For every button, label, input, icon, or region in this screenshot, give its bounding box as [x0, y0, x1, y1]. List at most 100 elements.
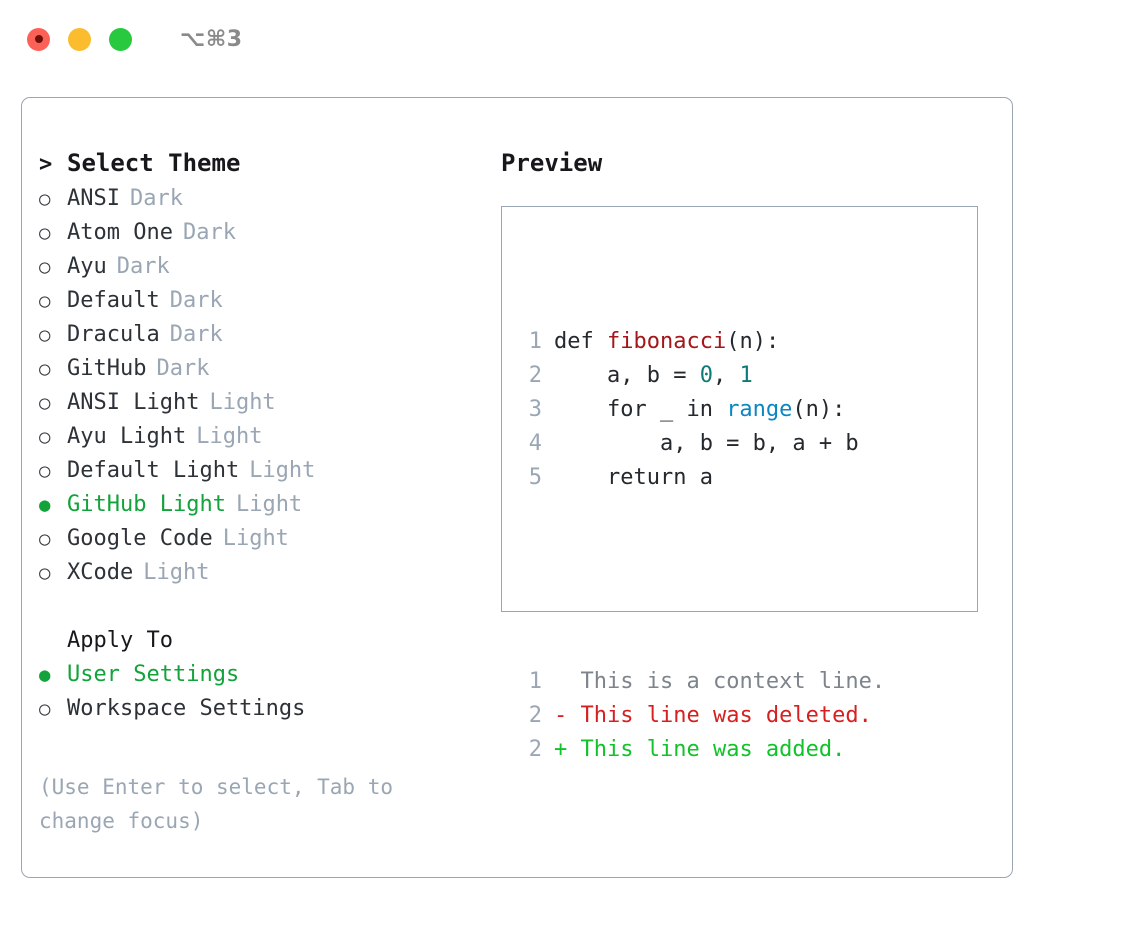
theme-option-row[interactable]: ○ Atom One Dark	[39, 216, 489, 250]
radio-unselected-icon: ○	[39, 392, 51, 414]
theme-option-variant-tag: Light	[222, 526, 289, 551]
select-theme-title: Select Theme	[67, 149, 241, 177]
theme-option-variant-tag: Dark	[169, 288, 223, 313]
radio-unselected-icon: ○	[39, 256, 51, 278]
theme-option-row[interactable]: ○ Ayu Light Light	[39, 420, 489, 454]
theme-option-label: Ayu	[67, 254, 107, 279]
theme-option-variant-tag: Light	[249, 458, 316, 483]
theme-option-row[interactable]: ○ Dracula Dark	[39, 318, 489, 352]
title-bar: ⌥⌘3	[0, 0, 1140, 78]
radio-unselected-icon: ○	[39, 358, 51, 380]
diff-sign: -	[554, 703, 568, 728]
diff-line-number: 2	[528, 737, 542, 762]
traffic-light-group	[27, 27, 132, 51]
theme-option-variant-tag: Dark	[129, 186, 183, 211]
radio-selected-icon: ●	[39, 494, 51, 516]
theme-option-label: Atom One	[67, 220, 173, 245]
radio-unselected-icon: ○	[39, 290, 51, 312]
theme-option-variant-tag: Light	[235, 492, 303, 517]
keyboard-shortcut-label: ⌥⌘3	[180, 26, 243, 52]
theme-option-variant-tag: Light	[143, 560, 210, 585]
code-token-num: 1	[739, 363, 753, 388]
code-line-number: 5	[528, 465, 542, 490]
diff-line: 1 This is a context line.	[516, 665, 885, 699]
apply-to-option-row[interactable]: ○Workspace Settings	[39, 692, 489, 726]
radio-selected-icon: ●	[39, 664, 51, 686]
theme-option-variant-tag: Dark	[182, 220, 236, 245]
maximize-button-icon[interactable]	[109, 27, 132, 51]
theme-option-label: Default Light	[67, 458, 240, 483]
theme-option-label: GitHub	[67, 356, 147, 381]
radio-unselected-icon: ○	[39, 562, 51, 584]
code-token-num: 0	[699, 363, 713, 388]
diff-line-text: This is a context line.	[554, 665, 886, 699]
apply-to-header: Apply To	[39, 624, 489, 658]
diff-lines: 1 This is a context line.2- This line wa…	[516, 665, 885, 767]
radio-unselected-icon: ○	[39, 222, 51, 244]
theme-option-variant-tag: Light	[196, 424, 263, 449]
theme-option-label: ANSI Light	[67, 390, 200, 415]
diff-line-number: 2	[528, 703, 542, 728]
apply-to-option-label: Workspace Settings	[67, 696, 306, 721]
diff-line: 2- This line was deleted.	[516, 699, 885, 733]
diff-line-number: 1	[528, 669, 542, 694]
theme-option-label: GitHub Light	[67, 492, 226, 517]
focus-caret-icon: >	[39, 152, 53, 177]
code-line: 3 for _ in range(n):	[516, 393, 885, 427]
select-theme-header: > Select Theme	[39, 146, 489, 182]
code-line: 4 a, b = b, a + b	[516, 427, 885, 461]
theme-option-label: Ayu Light	[67, 424, 187, 449]
diff-line: 2+ This line was added.	[516, 733, 885, 767]
code-token-func: fibonacci	[606, 329, 727, 354]
theme-option-label: Google Code	[67, 526, 213, 551]
radio-unselected-icon: ○	[39, 426, 51, 448]
theme-option-row[interactable]: ○ XCode Light	[39, 556, 489, 590]
radio-unselected-icon: ○	[39, 188, 51, 210]
code-token-kw: range	[726, 397, 793, 422]
theme-option-variant-tag: Dark	[169, 322, 223, 347]
code-line-number: 3	[528, 397, 542, 422]
radio-unselected-icon: ○	[39, 460, 51, 482]
apply-to-title: Apply To	[67, 628, 173, 653]
radio-unselected-icon: ○	[39, 528, 51, 550]
minimize-button-icon[interactable]	[68, 27, 91, 51]
theme-option-row[interactable]: ○ ANSI Dark	[39, 182, 489, 216]
theme-option-label: XCode	[67, 560, 134, 585]
code-token-plain: ,	[712, 363, 740, 388]
theme-option-row[interactable]: ○ Ayu Dark	[39, 250, 489, 284]
code-token-plain: (n):	[792, 397, 846, 422]
preview-title: Preview	[501, 149, 603, 177]
keyboard-hint-text: (Use Enter to select, Tab to change focu…	[39, 775, 394, 833]
theme-option-row[interactable]: ○ Default Light Light	[39, 454, 489, 488]
theme-option-label: Dracula	[67, 322, 160, 347]
code-token-plain: for _ in	[554, 397, 727, 422]
diff-sign	[554, 669, 567, 694]
apply-to-marker-spacer	[39, 624, 67, 658]
theme-option-variant-tag: Dark	[116, 254, 170, 279]
apply-to-list: ●User Settings○Workspace Settings	[39, 658, 489, 726]
theme-option-row[interactable]: ● GitHub Light Light	[39, 488, 489, 522]
theme-option-row[interactable]: ○ Google Code Light	[39, 522, 489, 556]
radio-unselected-icon: ○	[39, 324, 51, 346]
apply-to-option-row[interactable]: ●User Settings	[39, 658, 489, 692]
close-button-icon[interactable]	[27, 27, 50, 51]
diff-text: This line was deleted.	[580, 703, 872, 728]
theme-option-label: ANSI	[67, 186, 120, 211]
code-blank-line	[516, 563, 885, 597]
code-token-plain: a, b = b, a + b	[554, 431, 859, 456]
diff-line-text: - This line was deleted.	[554, 699, 872, 733]
diff-text: This is a context line.	[580, 669, 886, 694]
theme-option-row[interactable]: ○ ANSI Light Light	[39, 386, 489, 420]
code-token-plain: def	[554, 329, 607, 354]
theme-option-variant-tag: Light	[209, 390, 276, 415]
